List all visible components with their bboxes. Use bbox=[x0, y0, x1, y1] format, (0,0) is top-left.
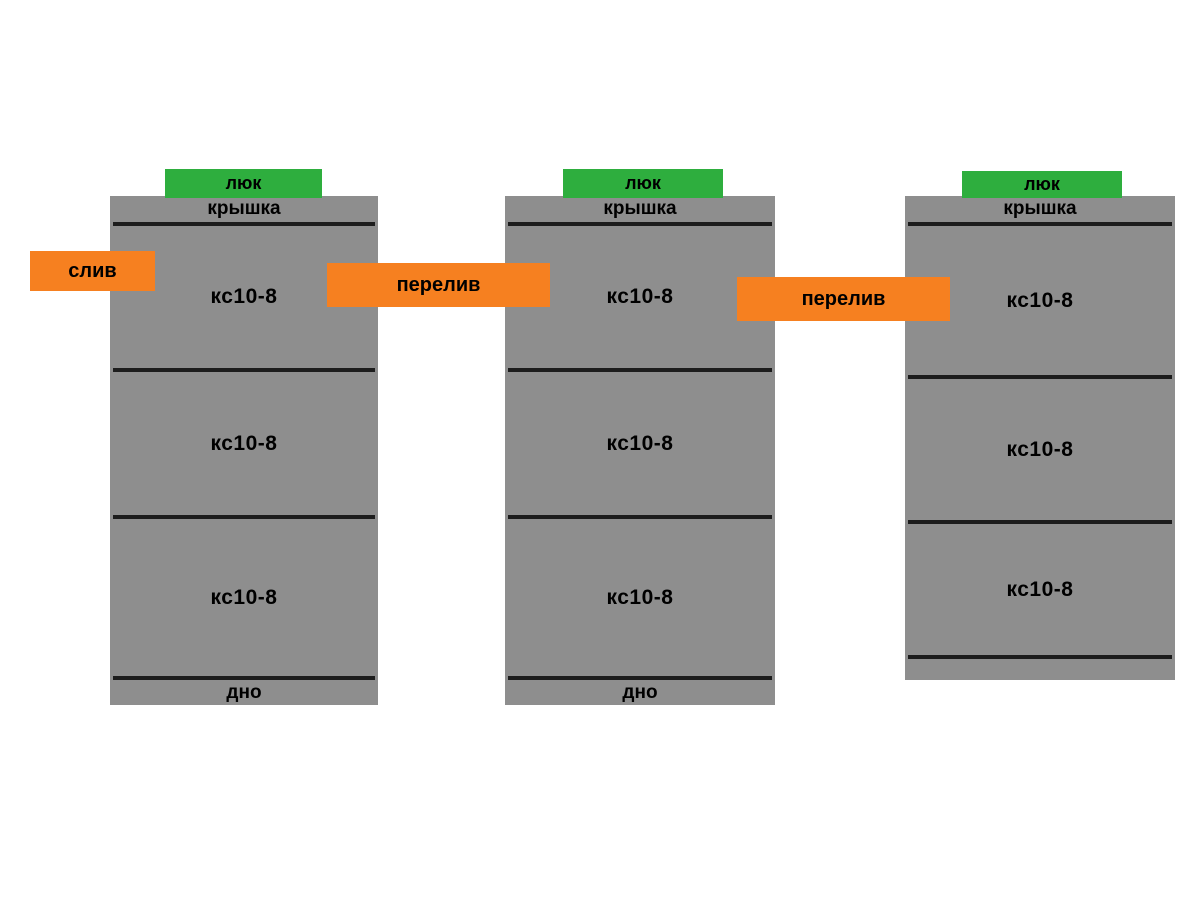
tank-2-divider-1 bbox=[508, 222, 772, 226]
tank-1-ring-3: кс10-8 bbox=[210, 585, 278, 609]
hatch-label-1: люк bbox=[165, 169, 322, 198]
tank-2-ring-2: кс10-8 bbox=[606, 431, 674, 455]
tank-3-cover-label: крышка bbox=[1003, 198, 1077, 219]
drain-label: слив bbox=[30, 251, 155, 291]
tank-3-ring-3: кс10-8 bbox=[1006, 577, 1074, 601]
tank-3-bottom-label bbox=[905, 659, 1175, 680]
tank-2-ring-1: кс10-8 bbox=[606, 285, 674, 308]
tank-3-divider-3 bbox=[908, 520, 1172, 524]
tank-2-ring-3: кс10-8 bbox=[606, 585, 674, 609]
tank-3: крышка кс10-8 кс10-8 кс10-8 bbox=[905, 196, 1175, 680]
tank-3-divider-1 bbox=[908, 222, 1172, 226]
tank-2: крышка кс10-8 кс10-8 кс10-8 дно bbox=[505, 196, 775, 705]
tank-1-divider-2 bbox=[113, 368, 375, 372]
hatch-label-2: люк bbox=[563, 169, 723, 198]
tank-1-ring-1: кс10-8 bbox=[210, 285, 278, 308]
tank-2-divider-4 bbox=[508, 676, 772, 680]
tank-1-divider-1 bbox=[113, 222, 375, 226]
tank-3-divider-2 bbox=[908, 375, 1172, 379]
tank-1-cover-label: крышка bbox=[207, 198, 281, 219]
tank-3-ring-2: кс10-8 bbox=[1006, 437, 1074, 461]
tank-2-bottom-label: дно bbox=[622, 681, 658, 703]
tank-3-divider-4 bbox=[908, 655, 1172, 659]
tank-2-cover-label: крышка bbox=[603, 198, 677, 219]
overflow-label-1: перелив bbox=[327, 263, 550, 307]
hatch-label-3: люк bbox=[962, 171, 1122, 198]
tank-1-ring-2: кс10-8 bbox=[210, 431, 278, 455]
tank-1-divider-4 bbox=[113, 676, 375, 680]
tank-1-bottom-label: дно bbox=[226, 681, 262, 703]
tank-2-divider-2 bbox=[508, 368, 772, 372]
tank-2-divider-3 bbox=[508, 515, 772, 519]
tank-1-divider-3 bbox=[113, 515, 375, 519]
overflow-label-2: перелив bbox=[737, 277, 950, 321]
tank-3-ring-1: кс10-8 bbox=[1006, 288, 1074, 312]
